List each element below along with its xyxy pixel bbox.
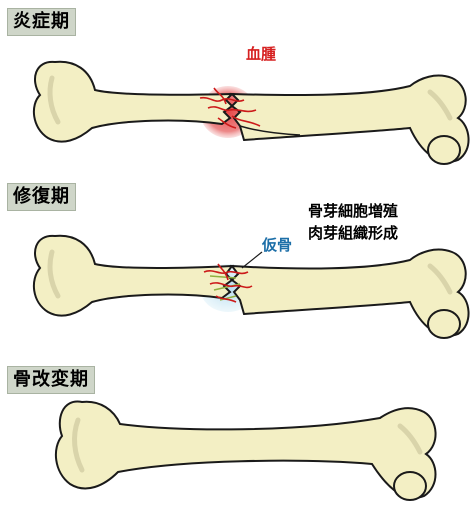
- blood-vessels: [199, 87, 261, 129]
- blood-vessels-repair: [203, 263, 253, 303]
- bone-whole: [54, 400, 437, 499]
- osteoblast-proliferation-text: 骨芽細胞増殖: [308, 202, 399, 220]
- bone-remodeled: [54, 400, 437, 501]
- bone-fragment-right: [229, 74, 470, 163]
- bone-fragment-left-repair: [32, 234, 235, 317]
- bone-repair: [32, 234, 470, 339]
- stage-label-inflammatory: 炎症期: [7, 8, 76, 36]
- bone-fragment-right-repair: [229, 248, 470, 337]
- hematoma-label: 血腫: [246, 45, 277, 63]
- repair-process-notes: 骨芽細胞増殖 肉芽組織形成: [308, 200, 398, 244]
- stage-label-repair: 修復期: [7, 183, 76, 211]
- bone-fractured-inflammatory: [32, 60, 470, 165]
- granulation-tissue-text: 肉芽組織形成: [308, 224, 399, 242]
- stage-label-remodeling: 骨改変期: [7, 366, 95, 394]
- bone-fragment-left: [32, 60, 235, 143]
- callus-pointer: [241, 251, 263, 269]
- callus-label: 仮骨: [262, 236, 293, 254]
